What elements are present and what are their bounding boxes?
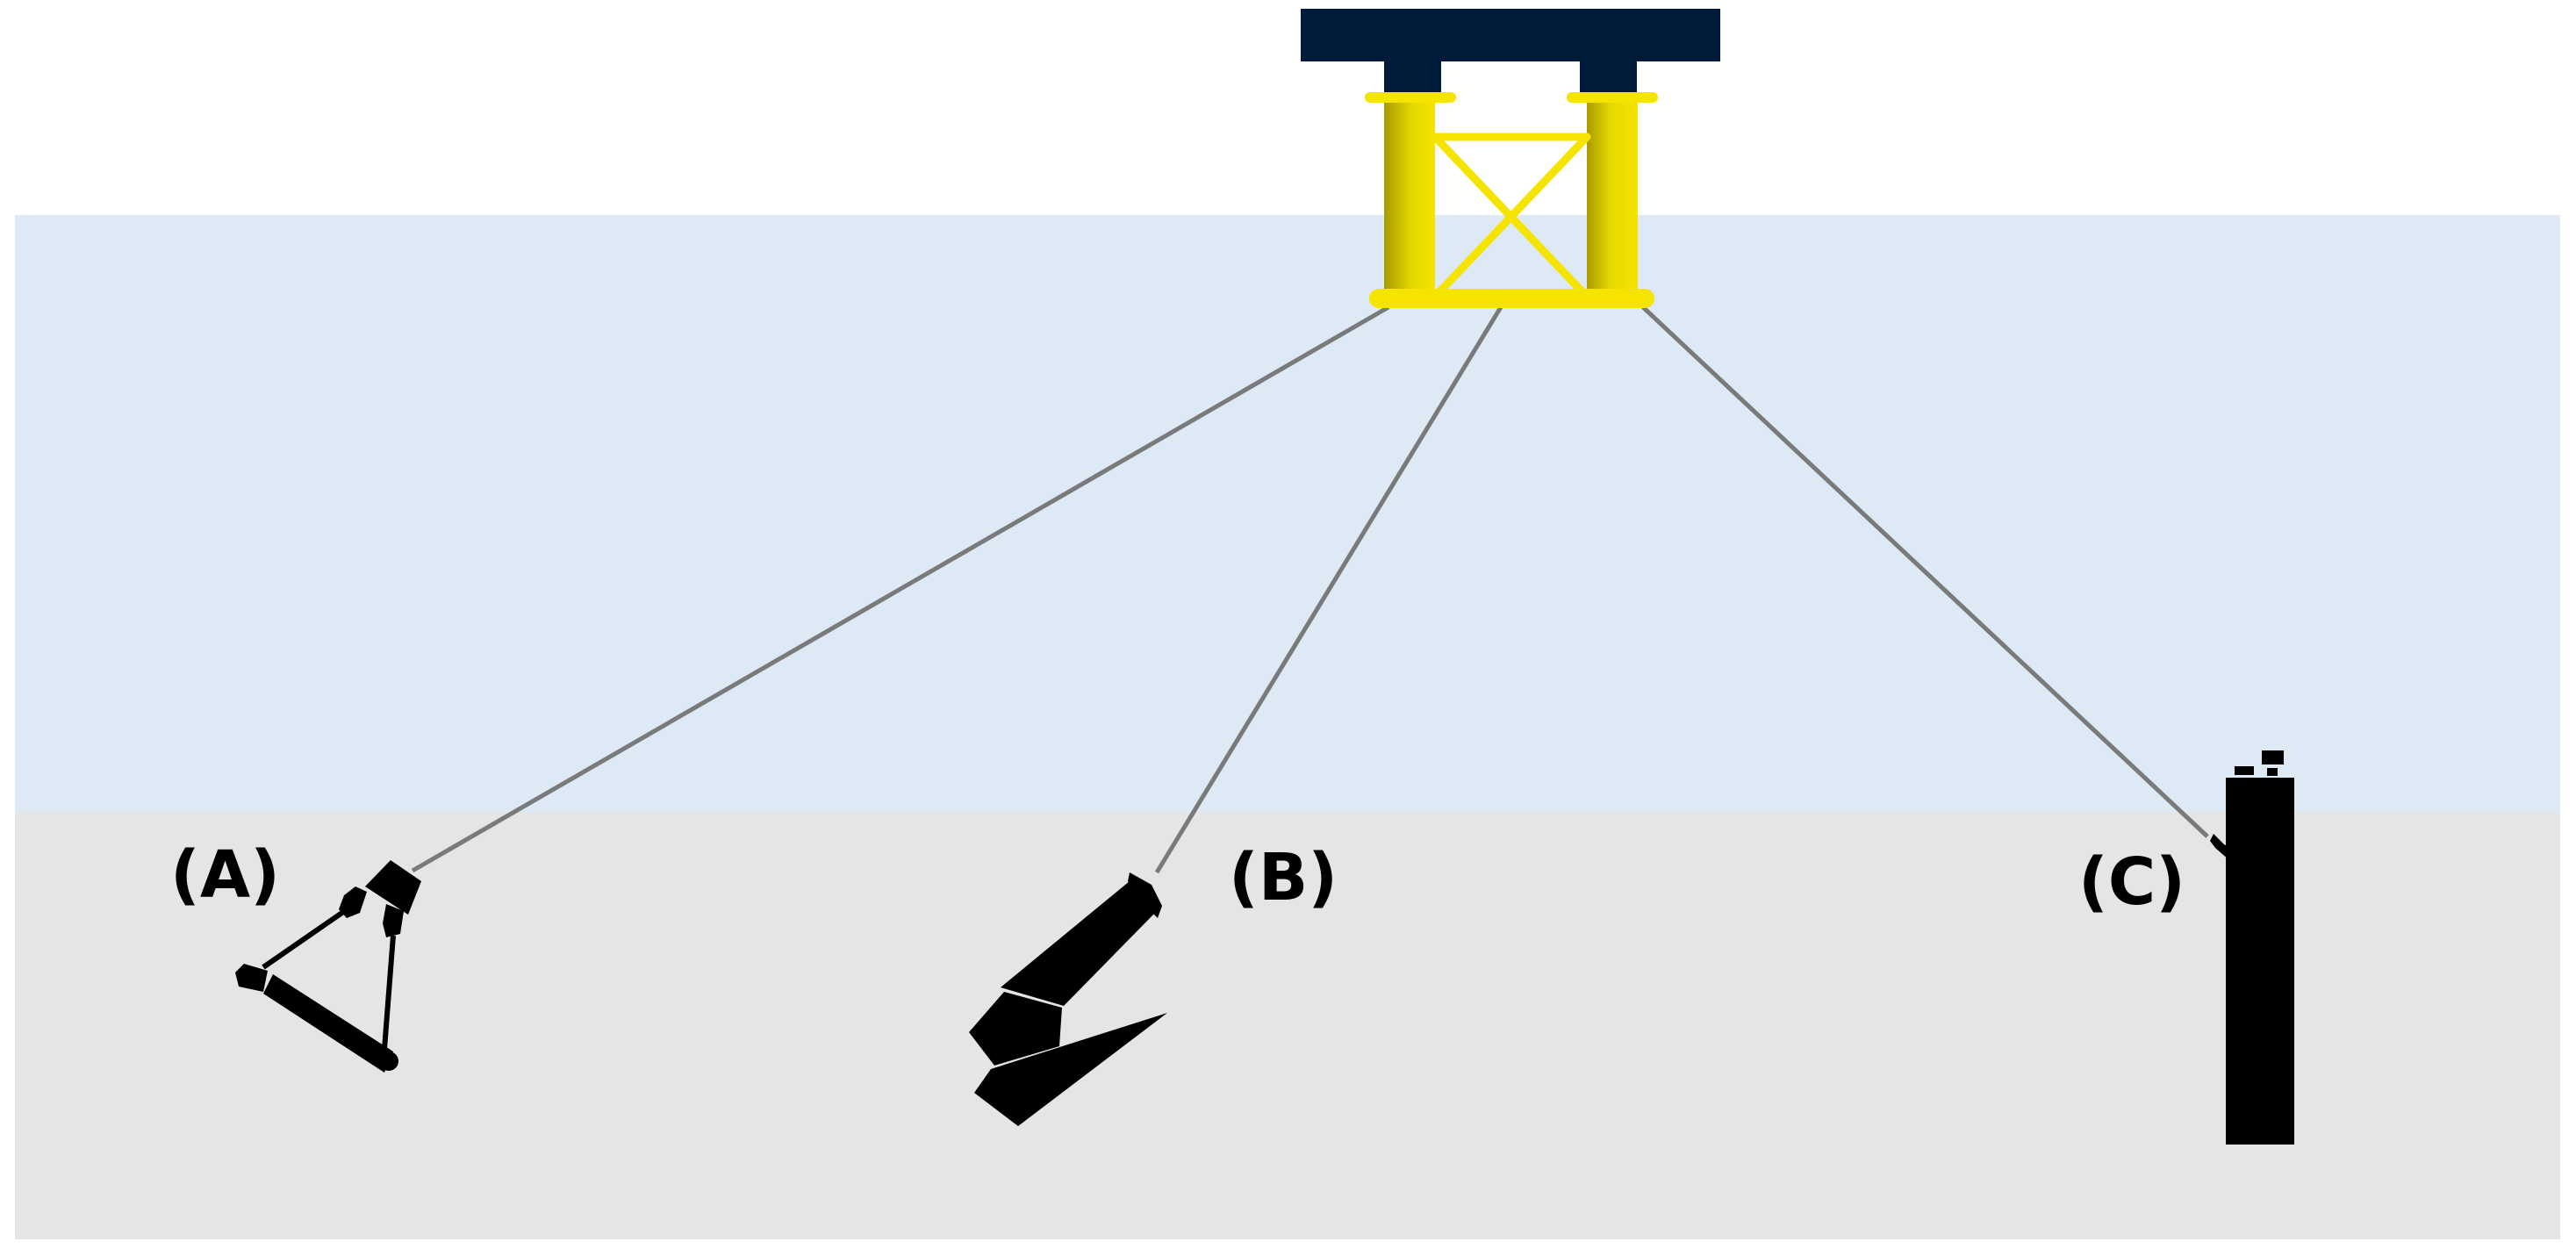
anchor-label-c: (C) [2078, 844, 2185, 920]
deck-support-right [1580, 60, 1637, 95]
anchor-c [2210, 750, 2294, 1145]
mooring-line-b [1154, 305, 1503, 874]
platform-bracing [1431, 133, 1591, 301]
platform-pontoon [1369, 289, 1654, 308]
deck-support-left [1384, 60, 1441, 95]
water-layer [15, 215, 2560, 812]
platform-deck [1301, 9, 1720, 61]
anchor-b [969, 872, 1167, 1126]
mooring-line-a [411, 305, 1390, 873]
platform-column-left [1384, 98, 1435, 298]
column-cap-right [1567, 92, 1658, 103]
mooring-line-c [1641, 305, 2209, 838]
platform-column-right [1587, 98, 1638, 298]
anchor-label-a: (A) [170, 837, 280, 913]
column-cap-left [1365, 92, 1456, 103]
floating-platform [1301, 9, 1720, 308]
anchor-a [235, 860, 421, 1073]
anchor-label-b: (B) [1229, 840, 1338, 915]
seabed-layer [15, 812, 2560, 1239]
